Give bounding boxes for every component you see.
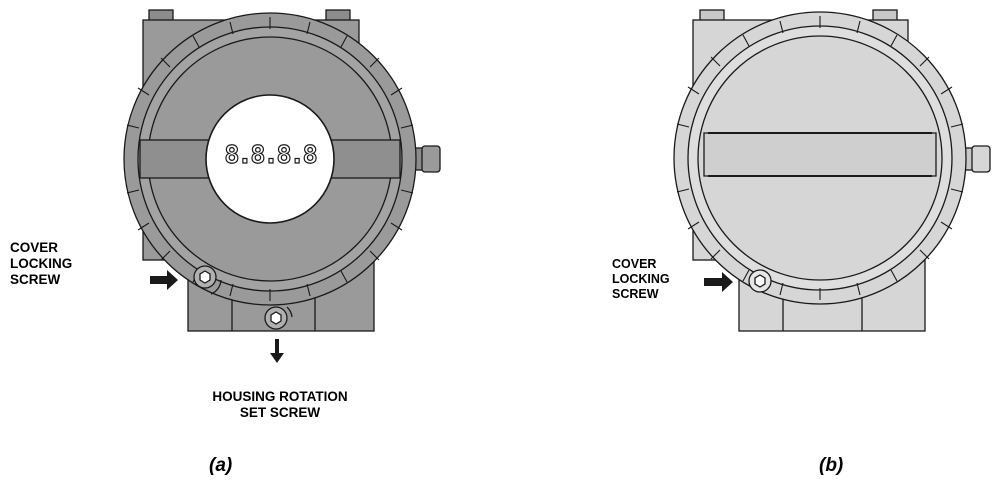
cover-locking-screw-label-b: COVER LOCKING SCREW — [612, 257, 670, 301]
housing-rotation-set-screw — [264, 306, 293, 330]
cover-bar-b — [703, 132, 937, 177]
display-digits: 8.8.8.8 — [224, 139, 319, 169]
arrow-down-icon — [270, 339, 284, 363]
cover-thread-marks-b — [676, 16, 964, 300]
side-clip-a — [421, 145, 441, 173]
housing-b — [673, 9, 991, 332]
housing-rotation-set-screw-label: HOUSING ROTATION SET SCREW — [212, 389, 348, 420]
cover-thread-marks-a — [126, 17, 414, 301]
arrow-right-icon — [704, 272, 733, 292]
cover-locking-screw-label-a: COVER LOCKING SCREW — [10, 240, 73, 287]
side-clip-b — [971, 145, 991, 173]
housing-a — [123, 9, 441, 332]
caption-a: (a) — [209, 455, 233, 476]
cover-locking-screw-b — [748, 269, 772, 293]
cover-locking-screw-a — [193, 265, 222, 295]
display-window — [205, 94, 335, 224]
caption-b: (b) — [819, 455, 844, 476]
arrow-right-icon — [150, 270, 178, 290]
